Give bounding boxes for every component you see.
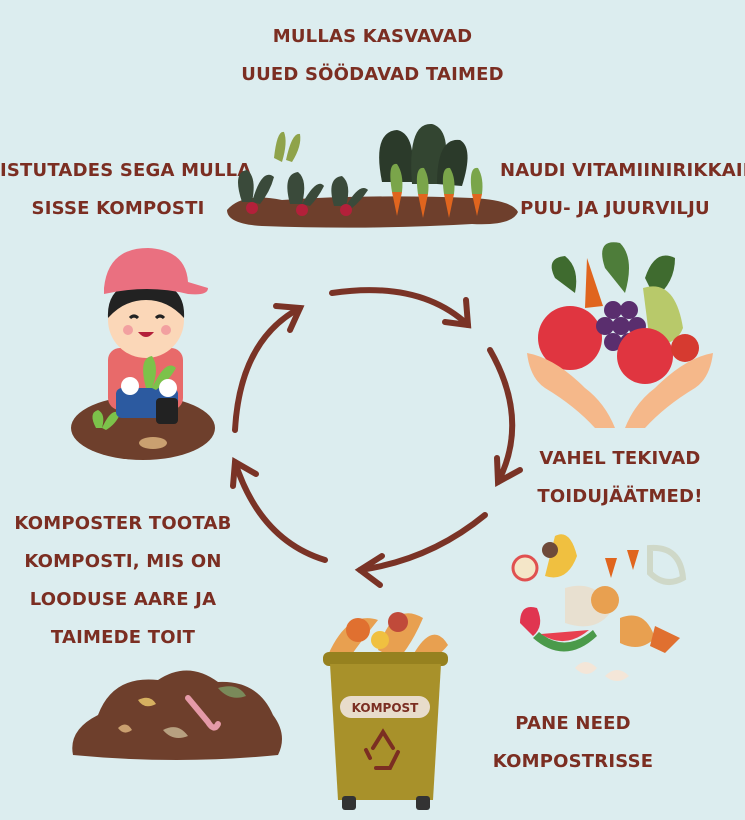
caption-food-waste: VAHEL TEKIVAD TOIDUJÄÄTMED! xyxy=(537,448,703,507)
arrow-left-upper-head xyxy=(273,303,305,333)
arrow-left-lower-head xyxy=(230,457,259,489)
arrow-top-head xyxy=(442,297,472,329)
caption-mix-compost: ISTUTADES SEGA MULLA SISSE KOMPOSTI xyxy=(0,160,252,219)
caption-composter-works: KOMPOSTER TOOTAB KOMPOSTI, MIS ON LOODUS… xyxy=(14,513,232,648)
caption-enjoy-produce: NAUDI VITAMIINIRIKKAID PUU- JA JUURVILJU xyxy=(500,160,745,219)
food-scraps-icon xyxy=(511,534,687,681)
arrow-left-lower xyxy=(232,459,328,563)
arrow-bottom xyxy=(357,512,488,573)
caption-new-plants-grow: MULLAS KASVAVAD UUED SÖÖDAVAD TAIMED xyxy=(241,26,504,85)
compost-bin-icon: KOMPOST xyxy=(323,612,448,810)
arrow-left-upper xyxy=(232,305,303,433)
recycle-icon xyxy=(364,728,400,770)
bin-label-plate xyxy=(340,696,430,718)
compost-pile-icon xyxy=(72,670,283,760)
arrow-top xyxy=(329,287,471,328)
caption-put-in-composter: PANE NEED KOMPOSTRISSE xyxy=(492,713,654,772)
arrow-bottom-head xyxy=(354,553,385,588)
arrow-right-head xyxy=(494,455,523,487)
bin-label: KOMPOST xyxy=(352,701,420,715)
child-gardener-icon xyxy=(71,248,215,460)
arrow-right xyxy=(487,347,516,485)
fruits-in-hands-icon xyxy=(527,242,713,428)
vegetable-garden-icon xyxy=(227,123,518,228)
